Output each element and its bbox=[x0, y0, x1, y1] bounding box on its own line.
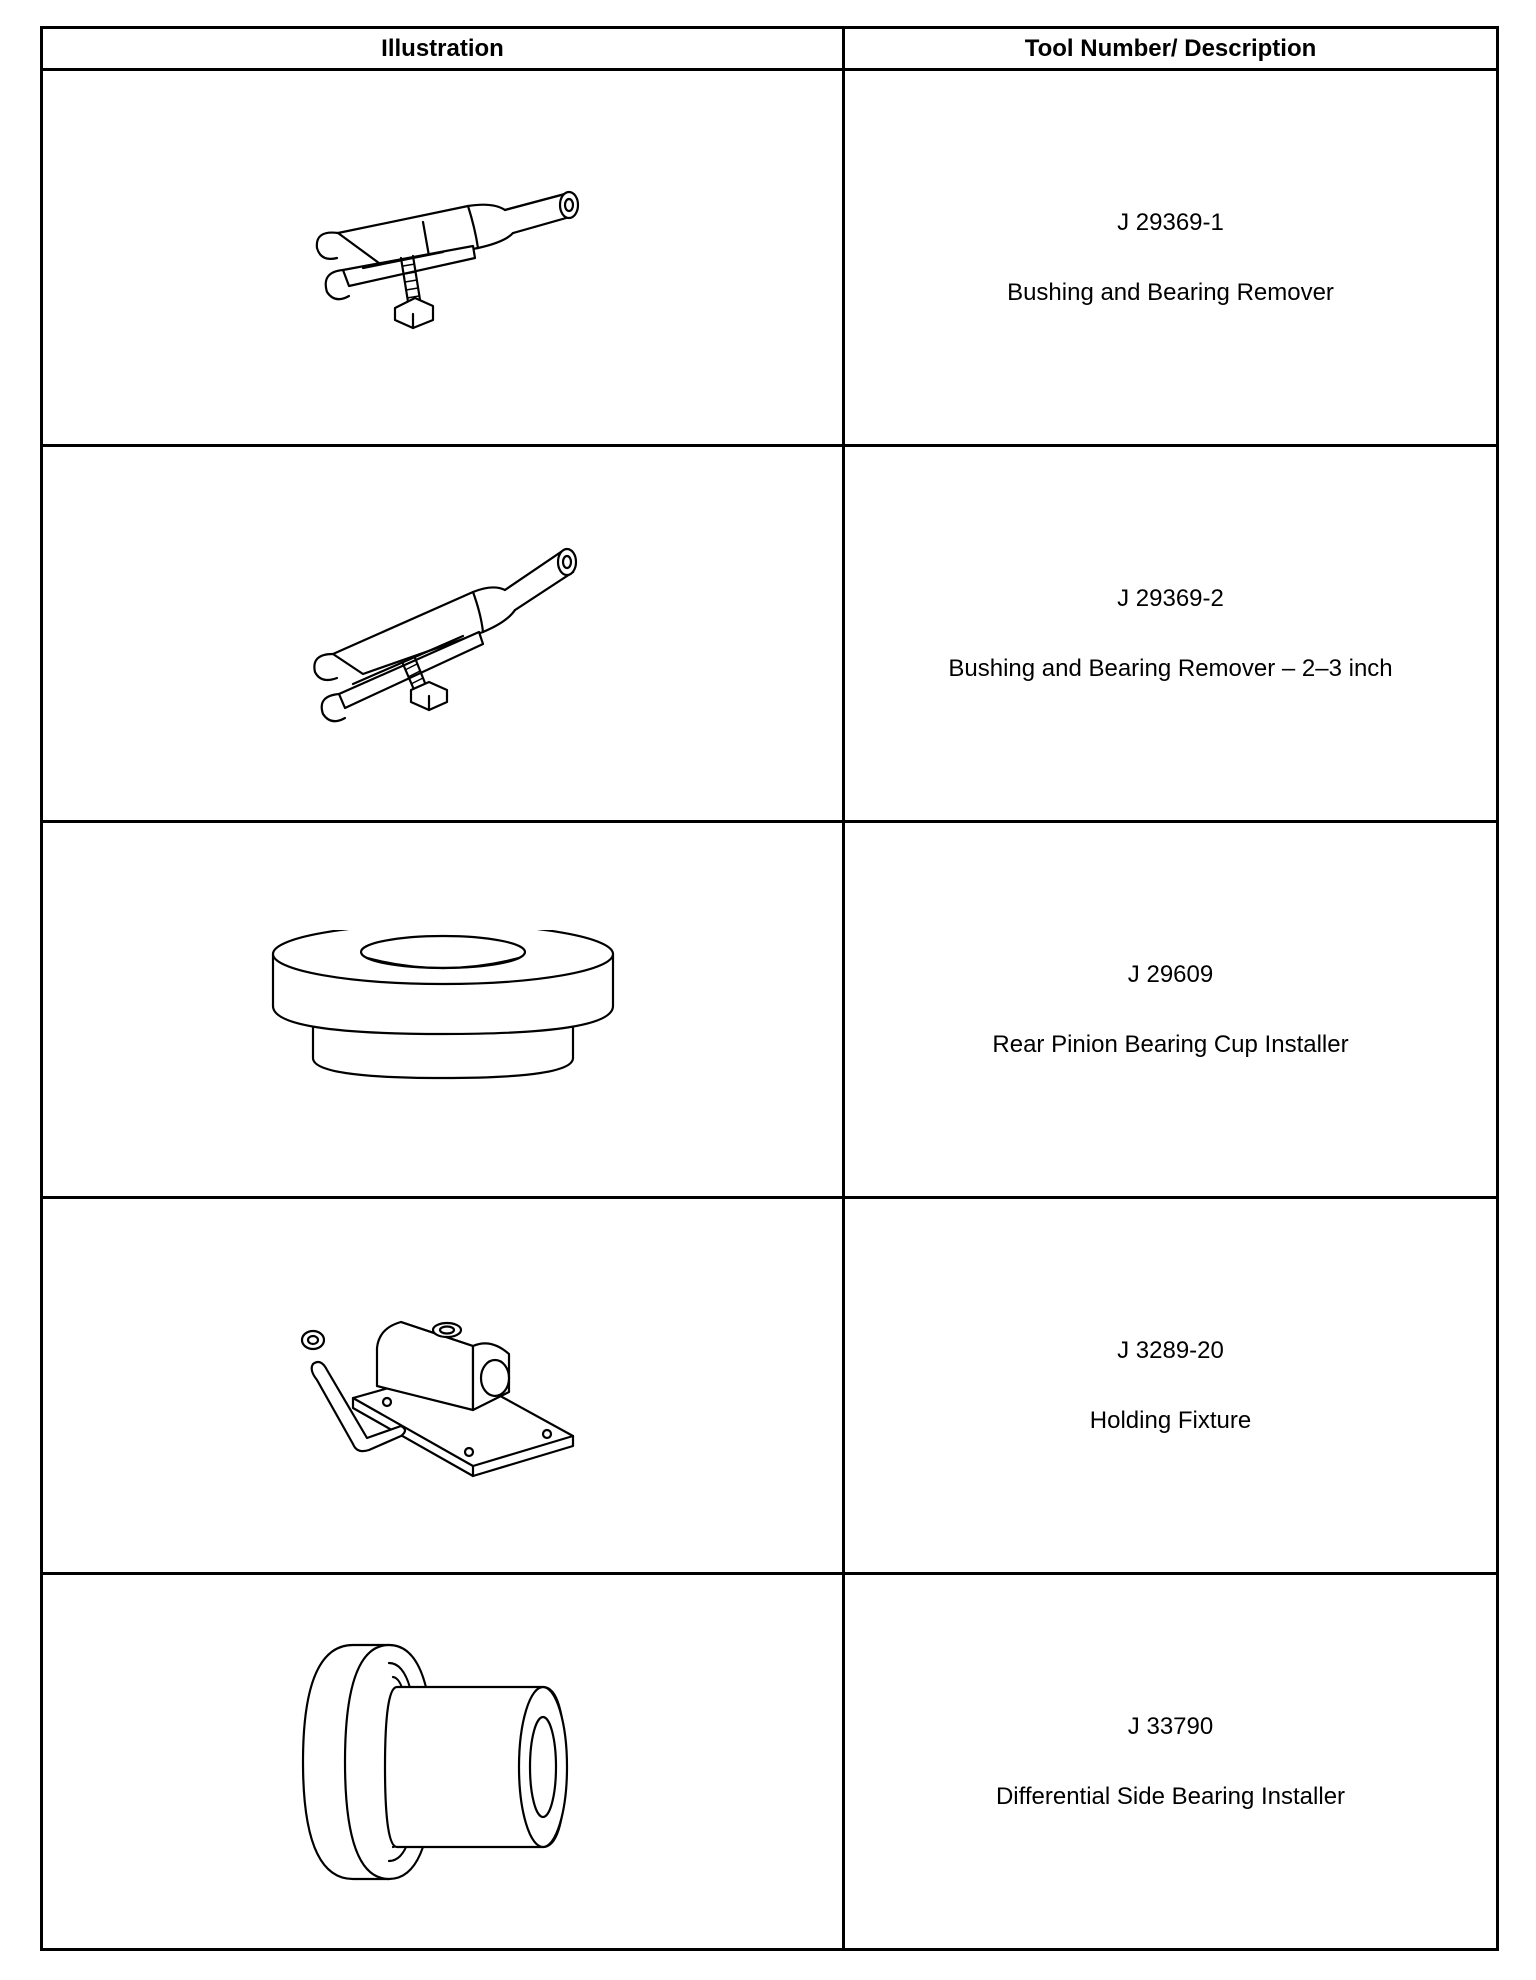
tool-number: J 33790 bbox=[1127, 1712, 1214, 1740]
illustration-cell bbox=[40, 1196, 845, 1575]
tool-number: J 29369-2 bbox=[1117, 584, 1224, 612]
tool-description: Bushing and Bearing Remover bbox=[1007, 278, 1334, 306]
tool-number: J 3289-20 bbox=[1117, 1336, 1224, 1364]
tool-description: Bushing and Bearing Remover – 2–3 inch bbox=[948, 654, 1393, 682]
bushing-bearing-remover-large-icon bbox=[312, 547, 577, 722]
tool-description-cell: J 3289-20 Holding Fixture bbox=[842, 1196, 1499, 1575]
tool-number: J 29369-1 bbox=[1117, 208, 1224, 236]
illustration-cell bbox=[40, 820, 845, 1199]
tool-number: J 29609 bbox=[1127, 960, 1214, 988]
table-row: J 33790 Differential Side Bearing Instal… bbox=[40, 1572, 1499, 1951]
tool-description-cell: J 29369-1 Bushing and Bearing Remover bbox=[842, 68, 1499, 447]
tool-description: Rear Pinion Bearing Cup Installer bbox=[992, 1030, 1349, 1058]
tool-description-cell: J 33790 Differential Side Bearing Instal… bbox=[842, 1572, 1499, 1951]
special-tools-table: Illustration Tool Number/ Description bbox=[40, 26, 1499, 1951]
illustration-header: Illustration bbox=[40, 26, 845, 71]
side-bearing-installer-icon bbox=[301, 1643, 568, 1880]
bearing-cup-installer-icon bbox=[271, 929, 614, 1079]
illustration-cell bbox=[40, 444, 845, 823]
table-row: J 3289-20 Holding Fixture bbox=[40, 1196, 1499, 1575]
bushing-bearing-remover-icon bbox=[315, 190, 579, 329]
tool-description-cell: J 29609 Rear Pinion Bearing Cup Installe… bbox=[842, 820, 1499, 1199]
tool-description-header: Tool Number/ Description bbox=[842, 26, 1499, 71]
table-row: J 29369-1 Bushing and Bearing Remover bbox=[40, 68, 1499, 447]
table-header-row: Illustration Tool Number/ Description bbox=[40, 26, 1499, 71]
tool-description: Differential Side Bearing Installer bbox=[995, 1782, 1346, 1810]
illustration-cell bbox=[40, 1572, 845, 1951]
table-row: J 29609 Rear Pinion Bearing Cup Installe… bbox=[40, 820, 1499, 1199]
tool-description: Holding Fixture bbox=[1089, 1406, 1252, 1434]
holding-fixture-icon bbox=[300, 1320, 574, 1477]
illustration-cell bbox=[40, 68, 845, 447]
tool-description-cell: J 29369-2 Bushing and Bearing Remover – … bbox=[842, 444, 1499, 823]
table-row: J 29369-2 Bushing and Bearing Remover – … bbox=[40, 444, 1499, 823]
